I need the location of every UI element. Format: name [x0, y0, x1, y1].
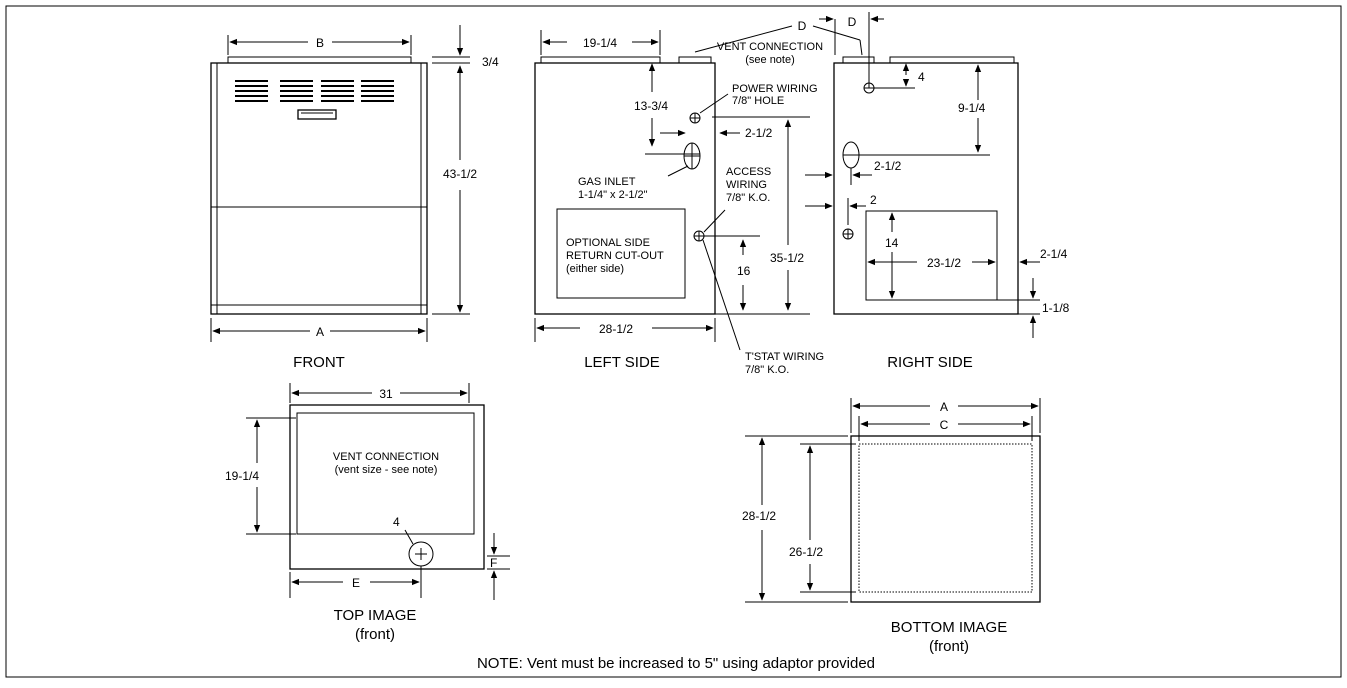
left-return-cutout: [556, 208, 686, 299]
bottom-view: A C 28-1/2 26-1/2 BOTTOM IMAGE (front): [742, 398, 1041, 655]
left-vent-stub: [678, 56, 712, 64]
front-handle: [297, 109, 337, 120]
bottom-subtitle: (front): [929, 638, 969, 655]
front-top-flange: [227, 56, 412, 64]
right-dim-14: 14: [885, 236, 899, 250]
right-dim-4: 4: [918, 70, 925, 84]
left-side-view: OPTIONAL SIDE RETURN CUT-OUT (either sid…: [534, 30, 824, 376]
left-dim-35: 35-1/2: [770, 251, 804, 265]
page-border: [5, 5, 1342, 678]
optional-label-2: RETURN CUT-OUT: [566, 250, 664, 262]
left-title: LEFT SIDE: [584, 354, 660, 371]
right-dim-9: 9-1/4: [958, 101, 986, 115]
gas-inlet-size: 1-1/4" x 2-1/2": [578, 189, 648, 201]
vent-connection-label: VENT CONNECTION: [717, 41, 823, 53]
power-wiring-label: POWER WIRING: [732, 83, 818, 95]
left-dim-depth: 28-1/2: [599, 322, 633, 336]
front-louvers: [235, 80, 395, 102]
left-dim-2half: 2-1/2: [745, 126, 773, 140]
bottom-title: BOTTOM IMAGE: [891, 619, 1007, 636]
top-title: TOP IMAGE: [334, 607, 417, 624]
optional-label-3: (either side): [566, 263, 624, 275]
tstat-label-2: 7/8" K.O.: [745, 364, 789, 376]
right-dim-2quarter: 2-1/4: [1040, 247, 1068, 261]
tstat-label-1: T'STAT WIRING: [745, 351, 824, 363]
top-cabinet: [289, 404, 485, 570]
left-dim-16: 16: [737, 264, 751, 278]
right-return-cutout: [865, 210, 998, 301]
bottom-dim-28: 28-1/2: [742, 509, 776, 523]
bottom-dim-26: 26-1/2: [789, 545, 823, 559]
top-vent-label: VENT CONNECTION: [333, 451, 439, 463]
left-dim-top: 19-1/4: [583, 36, 617, 50]
front-dim-b: B: [316, 36, 324, 50]
right-cabinet: [833, 62, 1019, 315]
access-label: ACCESS: [726, 166, 771, 178]
front-title: FRONT: [293, 354, 345, 371]
front-dim-height: 43-1/2: [443, 167, 477, 181]
top-subtitle: (front): [355, 626, 395, 643]
vent-see-note-label: (see note): [745, 54, 795, 66]
access-ko-label: 7/8" K.O.: [726, 192, 770, 204]
bottom-opening: [858, 443, 1033, 593]
power-hole-label: 7/8" HOLE: [732, 95, 784, 107]
front-dim-a: A: [316, 325, 324, 339]
optional-label-1: OPTIONAL SIDE: [566, 237, 650, 249]
top-vent-panel: [296, 412, 475, 535]
front-view: B A 3/4 43-1/2 FRONT: [210, 25, 499, 371]
right-dim-2: 2: [870, 193, 877, 207]
right-vent-stub: [842, 56, 875, 64]
bottom-dim-a: A: [940, 400, 948, 414]
top-dim-e: E: [352, 576, 360, 590]
bottom-dim-c: C: [940, 418, 949, 432]
right-dim-23: 23-1/2: [927, 256, 961, 270]
right-dim-d-right: D: [848, 15, 857, 29]
gas-inlet-label: GAS INLET: [578, 176, 636, 188]
right-dim-1eighth: 1-1/8: [1042, 301, 1070, 315]
right-title: RIGHT SIDE: [887, 354, 973, 371]
vent-callout: VENT CONNECTION (see note) D: [694, 19, 863, 66]
top-view: VENT CONNECTION (vent size - see note) 4…: [225, 383, 510, 643]
top-dim-f: F: [490, 556, 497, 570]
front-dim-three-quarter: 3/4: [482, 55, 499, 69]
right-dim-d-left: D: [798, 19, 807, 33]
left-dim-13: 13-3/4: [634, 99, 668, 113]
right-side-view: D 4 9-1/4 2-1/2 2 14 23-1/2: [805, 12, 1070, 371]
vent-note: NOTE: Vent must be increased to 5" using…: [477, 655, 875, 672]
access-wiring-label: WIRING: [726, 179, 767, 191]
bottom-cabinet: [850, 435, 1041, 603]
top-vent-sub: (vent size - see note): [335, 464, 438, 476]
right-dim-2half: 2-1/2: [874, 159, 902, 173]
top-dim-4: 4: [393, 515, 400, 529]
top-dim-31: 31: [379, 387, 393, 401]
top-dim-19: 19-1/4: [225, 469, 259, 483]
